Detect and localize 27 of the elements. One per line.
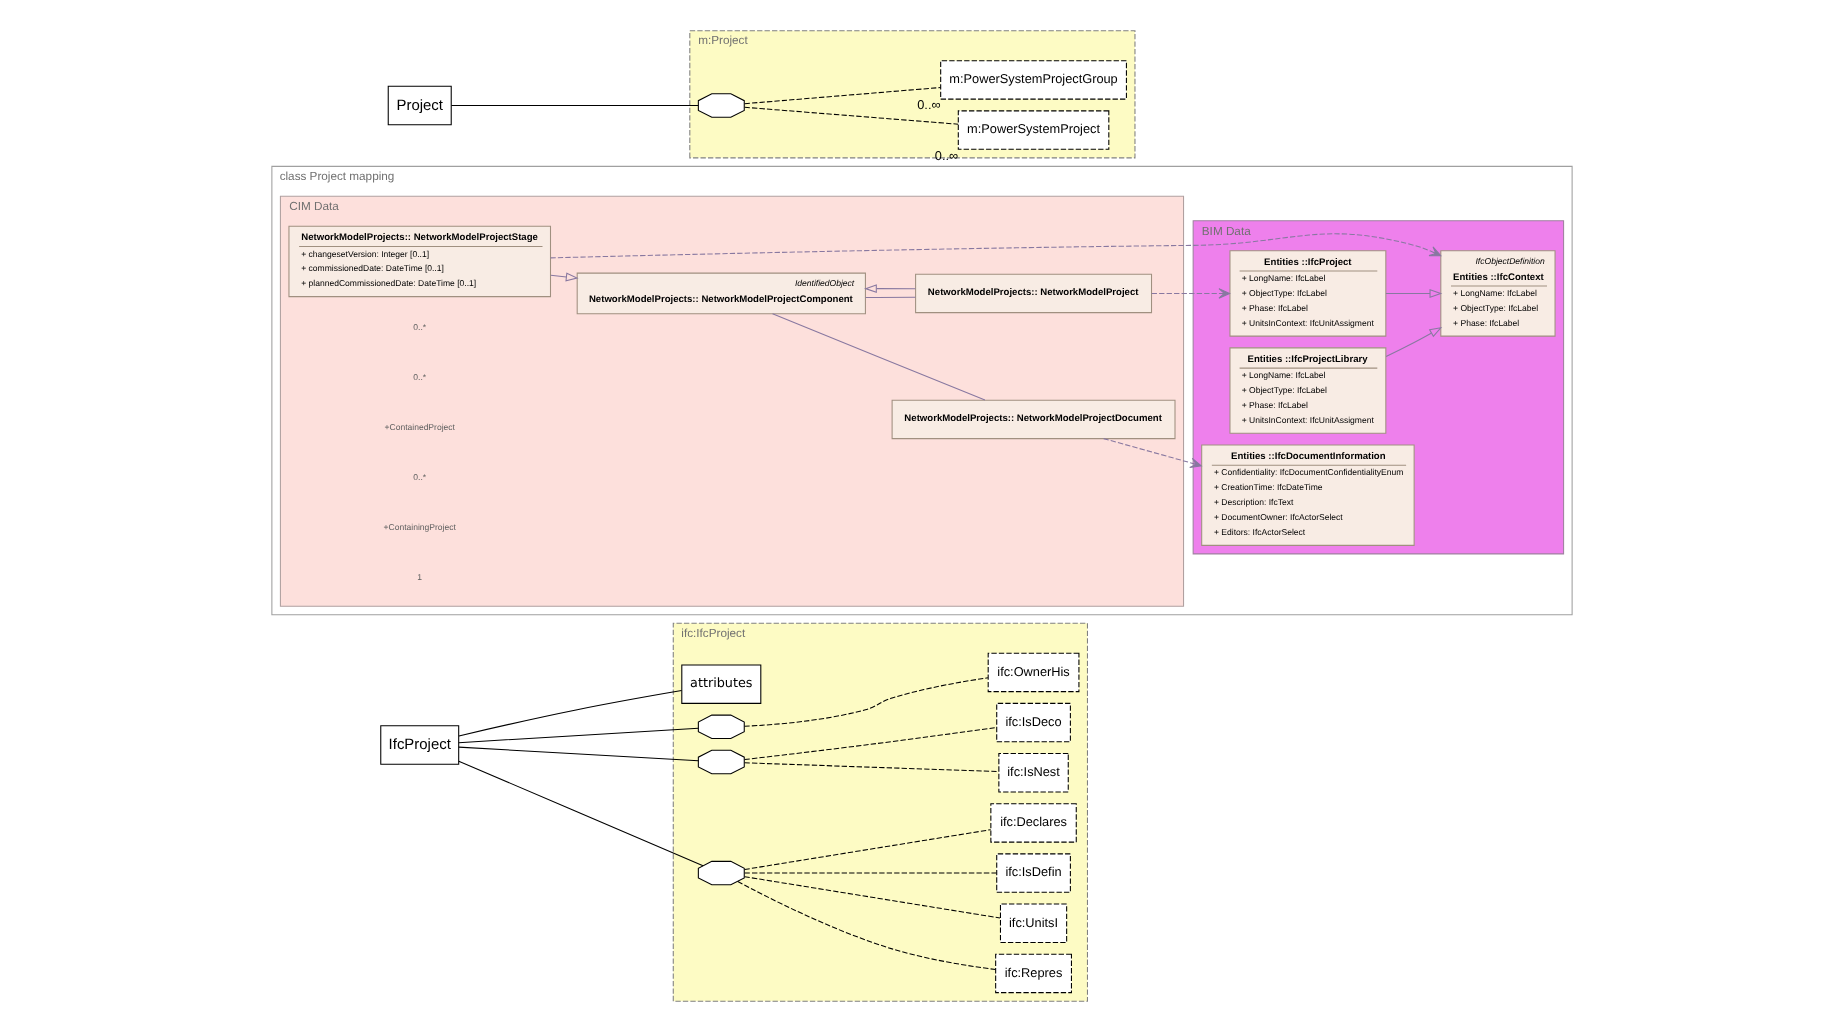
node-octagon [697,859,745,885]
connector [744,676,989,726]
arrow [1385,325,1443,356]
connector [458,689,683,736]
connector [450,104,699,106]
connector [772,312,986,400]
arrow [1385,287,1443,297]
connector [744,875,1001,918]
node-octagon [697,92,745,117]
connector [458,745,699,761]
node-octagon [697,748,745,774]
node-octagon [697,713,745,739]
connector [458,759,704,866]
arrow [550,232,1442,258]
arrow [550,271,579,281]
connector [865,295,916,297]
connector [744,871,998,873]
connector [744,86,942,104]
connector [744,828,992,869]
arrow [864,283,916,293]
connector [744,105,959,124]
connector [744,761,1000,772]
connector [737,880,997,970]
connector [458,726,699,743]
connector [744,726,998,760]
arrow [1151,287,1231,298]
arrow [1103,437,1202,468]
